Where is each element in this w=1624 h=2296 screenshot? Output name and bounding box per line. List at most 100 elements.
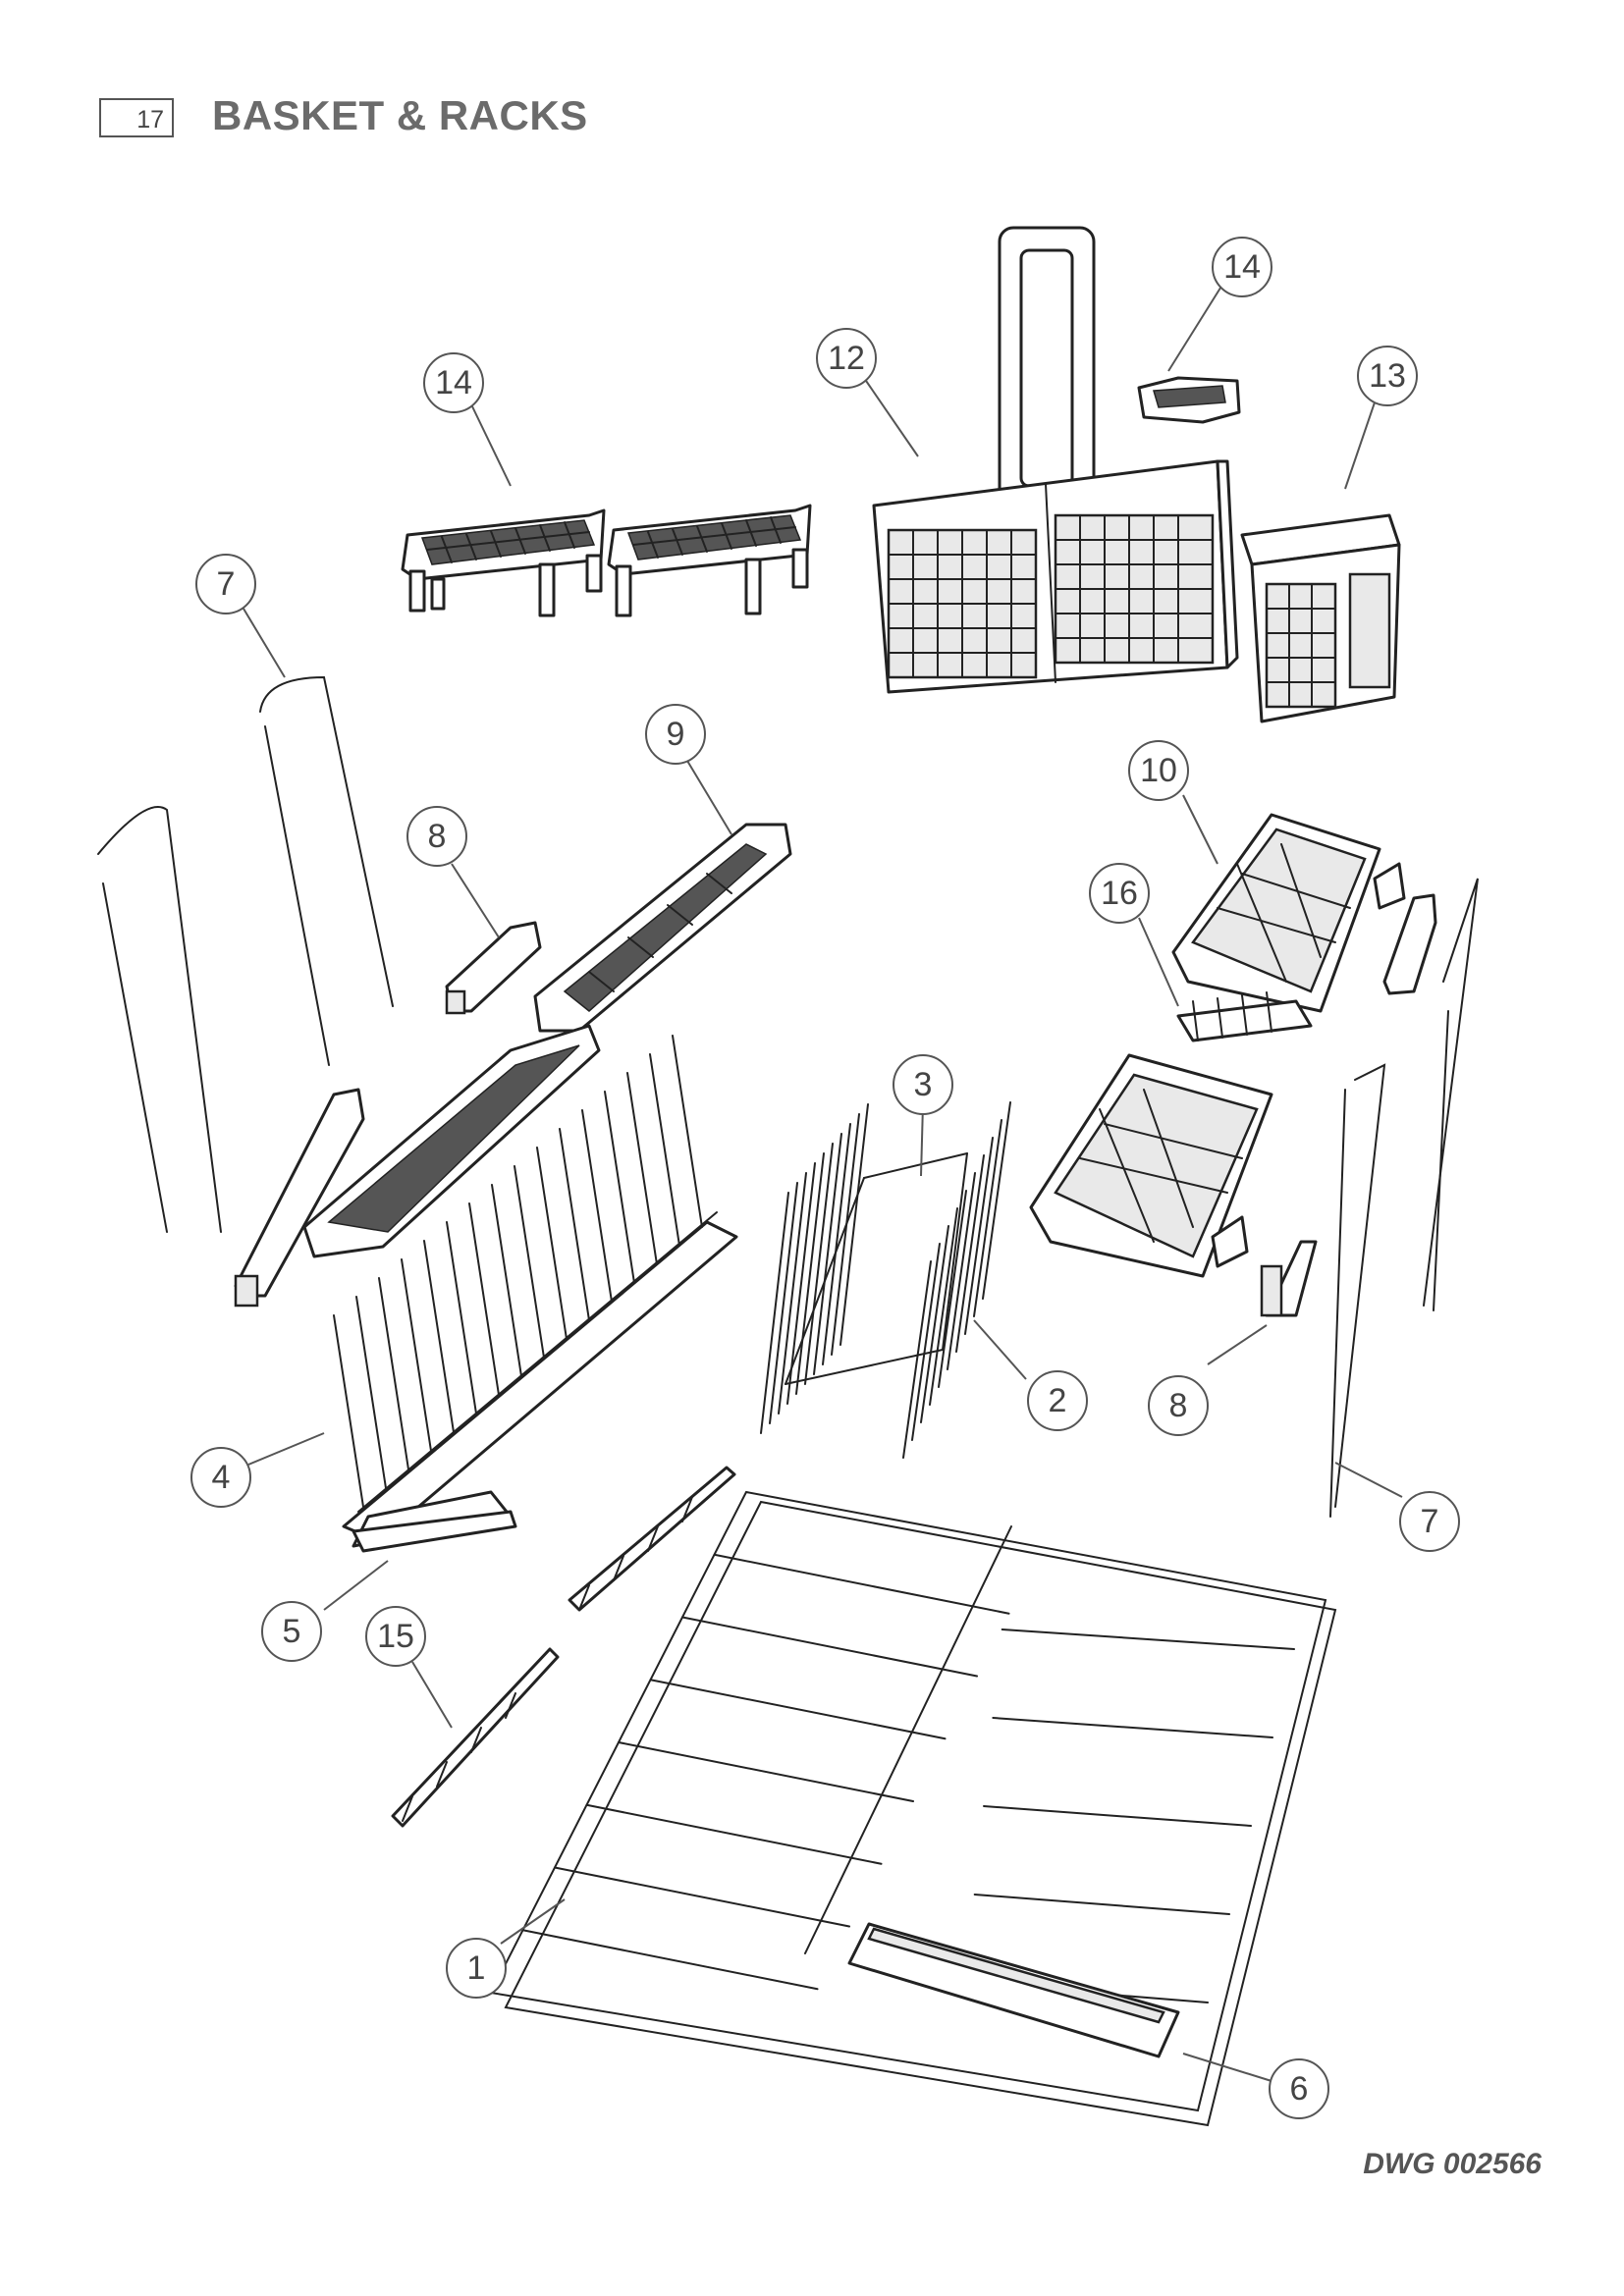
callout-6: 6 <box>1269 2058 1329 2119</box>
callout-5-label: 5 <box>283 1613 301 1650</box>
callout-9: 9 <box>645 704 706 765</box>
callout-12-label: 13 <box>1369 357 1406 395</box>
part-1-lower-wire-basket <box>489 1490 1337 2127</box>
part-2-plate-rack-tines <box>760 1101 1011 1459</box>
tine <box>401 1258 432 1452</box>
basket-wire <box>713 1553 1010 1615</box>
basket-wire <box>1001 1629 1295 1650</box>
tine <box>982 1101 1011 1300</box>
callout-4-label: 4 <box>212 1459 231 1496</box>
callout-7-right-label: 7 <box>1421 1503 1439 1540</box>
callout-1-label: 1 <box>467 1949 486 1987</box>
tine <box>795 1152 825 1395</box>
tine <box>760 1192 789 1434</box>
callout-8-left-label: 8 <box>428 818 447 855</box>
callout-7-left-label: 7 <box>217 565 236 603</box>
tine <box>626 1072 658 1265</box>
callout-15-label: 15 <box>377 1618 414 1655</box>
part-12-small-basket <box>1240 513 1401 723</box>
callout-15: 15 <box>365 1606 426 1667</box>
callout-16: 16 <box>1089 863 1150 924</box>
callout-12: 13 <box>1357 346 1418 406</box>
callout-2-label: 2 <box>1049 1382 1067 1419</box>
tine <box>938 1190 967 1388</box>
basket-wire <box>649 1679 947 1740</box>
callout-8-right: 8 <box>1148 1375 1209 1436</box>
callout-11: 12 <box>816 328 877 389</box>
tine <box>947 1172 976 1370</box>
basket-wire <box>992 1717 1273 1738</box>
tine <box>839 1103 869 1346</box>
part-8-upper-left-clip <box>445 921 542 1015</box>
page-title: BASKET & RACKS <box>212 92 588 138</box>
part-8-right-clips <box>1260 893 1437 1317</box>
callout-8-right-label: 8 <box>1169 1387 1188 1424</box>
part-11-cutlery-basket <box>872 226 1239 694</box>
tine <box>536 1147 568 1340</box>
part-15-hook-strips <box>391 1466 736 1828</box>
basket-wire <box>521 1929 819 1991</box>
tine <box>604 1091 635 1284</box>
callout-10-label: 10 <box>1140 752 1177 789</box>
callout-14-label: 14 <box>1223 248 1261 286</box>
part-4-large-plate-rack <box>333 1035 738 1548</box>
tine <box>491 1184 522 1377</box>
callout-4: 4 <box>190 1447 251 1508</box>
callout-9-label: 9 <box>667 716 685 753</box>
page-number: 17 <box>136 106 164 133</box>
tine <box>672 1035 703 1228</box>
part-5-rack-base <box>352 1510 517 1553</box>
basket-wire <box>983 1805 1252 1827</box>
basket-wire <box>618 1741 914 1802</box>
basket-wire <box>973 1894 1230 1915</box>
tine <box>973 1119 1002 1317</box>
tine <box>813 1133 842 1375</box>
part-16-comb-clip <box>1176 991 1313 1042</box>
tine <box>468 1202 500 1396</box>
part-7-left-wire-supports <box>97 675 394 1233</box>
callout-6-label: 6 <box>1290 2070 1309 2108</box>
part-10-flip-rack-upper <box>1171 813 1406 1013</box>
callout-1: 1 <box>446 1938 507 1999</box>
part-13-small-racks <box>401 504 812 617</box>
callout-3-label: 3 <box>914 1066 933 1103</box>
callout-3: 3 <box>893 1054 953 1115</box>
tine <box>333 1314 364 1508</box>
tine <box>581 1109 613 1303</box>
tine <box>649 1053 680 1247</box>
part-9-tine-rack-lower <box>234 1024 601 1308</box>
callout-13-label: 14 <box>435 364 472 401</box>
tine <box>822 1123 851 1365</box>
callout-16-label: 16 <box>1101 875 1138 912</box>
tine <box>929 1207 958 1406</box>
callout-2: 2 <box>1027 1370 1088 1431</box>
tine <box>804 1143 834 1385</box>
callout-10: 10 <box>1128 740 1189 801</box>
part-14-small-tray <box>1137 376 1241 424</box>
tine <box>778 1172 807 1415</box>
callout-7-left: 7 <box>195 554 256 614</box>
part-9-tine-rack-upper <box>533 823 792 1033</box>
tine <box>423 1240 455 1433</box>
tine <box>355 1296 387 1489</box>
part-10-flip-rack-lower <box>1029 1053 1273 1278</box>
callout-8-left: 8 <box>406 806 467 867</box>
basket-wire <box>585 1803 883 1865</box>
callout-7-right: 7 <box>1399 1491 1460 1552</box>
leader-lines <box>243 284 1403 2082</box>
drawing-number: DWG 002566 <box>1363 2148 1542 2180</box>
callout-5: 5 <box>261 1601 322 1662</box>
tine <box>911 1243 941 1441</box>
callout-13: 14 <box>423 352 484 413</box>
tine <box>902 1260 932 1459</box>
part-6-tray <box>847 1922 1180 2058</box>
tine <box>964 1137 994 1335</box>
basket-11-grid <box>887 513 1215 679</box>
tine <box>559 1128 590 1321</box>
tine <box>378 1277 409 1470</box>
tine <box>831 1113 860 1356</box>
tine <box>786 1162 816 1405</box>
page-number-box: 17 <box>99 98 174 137</box>
